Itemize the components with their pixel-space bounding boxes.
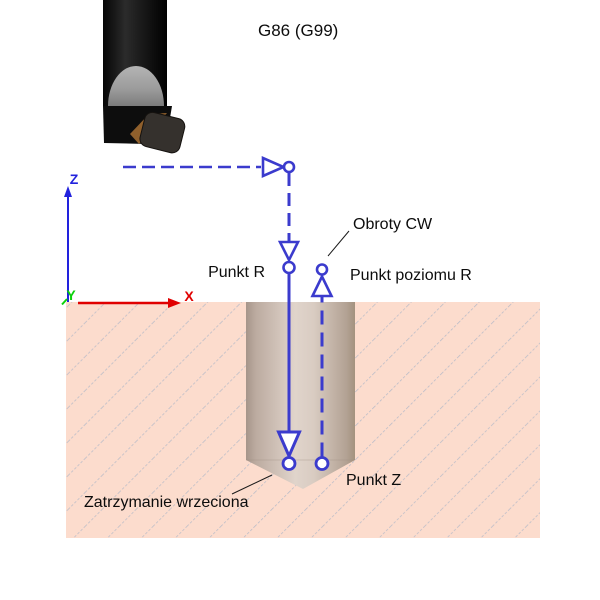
bored-hole bbox=[246, 302, 355, 489]
retract-start-marker bbox=[314, 456, 330, 471]
x-axis-label: X bbox=[184, 288, 194, 304]
tool-path bbox=[123, 156, 334, 471]
tool-end-face bbox=[108, 66, 164, 106]
point-r-level-marker bbox=[315, 263, 329, 276]
retract-arrow-up-icon bbox=[310, 273, 334, 298]
leader-zatrzymanie bbox=[231, 474, 273, 495]
point-z-label: Punkt Z bbox=[346, 472, 401, 489]
z-axis-arrow-icon bbox=[64, 186, 72, 197]
point-r-label: Punkt R bbox=[208, 264, 265, 281]
workpiece bbox=[66, 302, 540, 538]
leader-obroty-cw bbox=[327, 230, 350, 257]
point-r-level-label: Punkt poziomu R bbox=[350, 267, 472, 284]
point-z-marker bbox=[281, 456, 297, 471]
start-point-marker bbox=[282, 160, 296, 174]
boring-tool-image bbox=[103, 0, 186, 154]
rapid-arrow-down-icon bbox=[277, 240, 301, 263]
diagram-title: G86 (G99) bbox=[258, 21, 338, 40]
x-axis-arrow-icon bbox=[168, 298, 181, 308]
coordinate-system: Z Y X bbox=[61, 171, 194, 308]
cutting-insert bbox=[139, 111, 186, 154]
spindle-rotation-label: Obroty CW bbox=[353, 216, 433, 233]
spindle-stop-label: Zatrzymanie wrzeciona bbox=[84, 494, 249, 511]
feed-arrow-down-icon bbox=[276, 430, 302, 460]
z-axis-label: Z bbox=[70, 171, 79, 187]
rapid-arrow-right-icon bbox=[261, 156, 287, 178]
y-axis-stub bbox=[61, 298, 68, 306]
point-r-marker bbox=[282, 260, 296, 275]
y-axis-label: Y bbox=[66, 287, 76, 303]
